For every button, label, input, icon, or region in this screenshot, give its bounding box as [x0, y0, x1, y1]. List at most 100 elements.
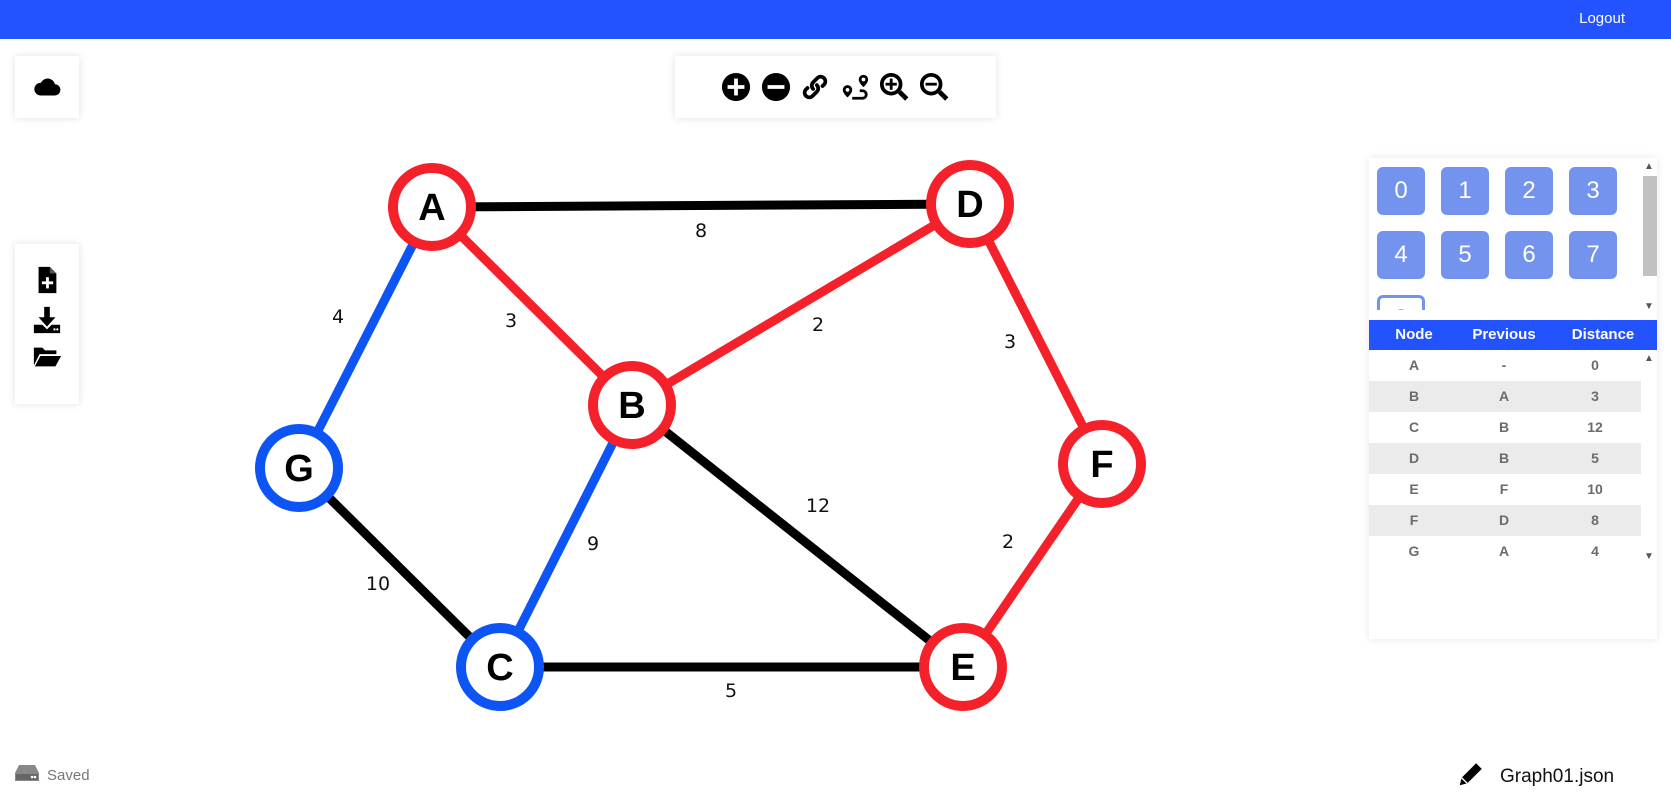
node-circle-D[interactable] — [926, 160, 1014, 248]
node-A[interactable]: A — [388, 163, 476, 251]
cloud-panel — [15, 56, 79, 118]
edge-AG[interactable] — [294, 204, 437, 471]
node-F[interactable]: F — [1058, 420, 1146, 508]
edge-weight-BC: 9 — [587, 533, 599, 555]
table-scroll-down-arrow[interactable]: ▼ — [1644, 551, 1654, 562]
step-button-0[interactable]: 0 — [1377, 167, 1425, 215]
step-button-3[interactable]: 3 — [1569, 167, 1617, 215]
table-row: B A 3 — [1369, 381, 1641, 412]
table-row: E F 10 — [1369, 474, 1641, 505]
step-button-7[interactable]: 7 — [1569, 231, 1617, 279]
node-circle-F[interactable] — [1058, 420, 1146, 508]
node-circle-B[interactable] — [588, 361, 676, 449]
new-file-icon[interactable] — [31, 264, 63, 296]
table-row: D B 5 — [1369, 443, 1641, 474]
route-icon[interactable] — [839, 71, 871, 103]
node-B[interactable]: B — [588, 361, 676, 449]
edge-weight-BE: 12 — [806, 495, 830, 517]
graph-toolbar — [675, 56, 996, 118]
node-E[interactable]: E — [919, 623, 1007, 711]
cell-previous: D — [1498, 512, 1510, 528]
zoom-in-icon[interactable] — [878, 71, 910, 103]
header-node: Node — [1395, 326, 1433, 343]
edge-weight-FE: 2 — [1002, 531, 1014, 553]
scroll-down-arrow[interactable]: ▼ — [1644, 301, 1654, 312]
header-previous: Previous — [1472, 326, 1536, 343]
edge-BE[interactable] — [629, 401, 966, 671]
edge-AD[interactable] — [431, 199, 971, 212]
add-node-icon[interactable] — [720, 71, 752, 103]
edge-weight-CE: 5 — [725, 680, 737, 702]
scroll-thumb[interactable] — [1643, 176, 1657, 276]
remove-node-icon[interactable] — [760, 71, 792, 103]
top-bar: Logout — [0, 0, 1671, 39]
table-scroll-up-arrow[interactable]: ▲ — [1644, 353, 1654, 364]
node-label-C: C — [486, 647, 513, 689]
step-button-4[interactable]: 4 — [1377, 231, 1425, 279]
node-C[interactable]: C — [456, 623, 544, 711]
step-button-1[interactable]: 1 — [1441, 167, 1489, 215]
cell-node: F — [1409, 512, 1419, 528]
step-button-8[interactable]: 8 — [1377, 295, 1425, 310]
node-circle-G[interactable] — [255, 424, 343, 512]
table-scrollbar[interactable]: ▲ ▼ — [1641, 350, 1657, 568]
table-row: A-0 — [1369, 350, 1641, 381]
edge-DF[interactable] — [965, 201, 1107, 467]
edge-weight-DF: 3 — [1004, 331, 1016, 353]
cell-distance: 8 — [1591, 512, 1599, 528]
node-D[interactable]: D — [926, 160, 1014, 248]
step-scrollbar[interactable]: ▲ ▼ — [1641, 158, 1657, 316]
cell-previous: F — [1499, 481, 1509, 497]
cell-node: B — [1408, 388, 1420, 404]
edge-weight-AG: 4 — [332, 306, 344, 328]
node-label-G: G — [284, 448, 314, 490]
edge-BC[interactable] — [495, 402, 637, 670]
cell-previous: B — [1498, 419, 1510, 435]
edge-weight-AB: 3 — [505, 310, 517, 332]
cell-node: G — [1408, 543, 1420, 559]
cell-node: E — [1409, 481, 1419, 497]
node-circle-E[interactable] — [919, 623, 1007, 711]
download-icon[interactable] — [31, 304, 63, 336]
edge-weight-GC: 10 — [366, 573, 390, 595]
step-button-2[interactable]: 2 — [1505, 167, 1553, 215]
cell-distance: 5 — [1591, 450, 1599, 466]
cell-node: D — [1408, 450, 1420, 466]
edge-weight-BD: 2 — [812, 314, 824, 336]
cell-distance: 12 — [1587, 419, 1603, 435]
algorithm-panel: 012345678 ▲ ▼ Node Previous Distance A-0… — [1369, 158, 1657, 639]
cell-distance: 3 — [1591, 388, 1599, 404]
link-icon[interactable] — [799, 71, 831, 103]
cell-previous: B — [1498, 450, 1510, 466]
edge-weight-AD: 8 — [695, 220, 707, 242]
zoom-out-icon[interactable] — [918, 71, 950, 103]
step-button-5[interactable]: 5 — [1441, 231, 1489, 279]
pencil-icon[interactable] — [1456, 759, 1486, 795]
cell-distance: 10 — [1587, 481, 1603, 497]
header-distance: Distance — [1571, 326, 1635, 343]
edge-AB[interactable] — [428, 203, 636, 409]
node-circle-A[interactable] — [388, 163, 476, 251]
node-label-A: A — [418, 187, 445, 229]
open-folder-icon[interactable] — [31, 340, 63, 372]
file-name-area: Graph01.json — [1456, 759, 1614, 795]
edge-GC[interactable] — [295, 464, 504, 671]
graph-canvas[interactable]: 8 3 4 2 3 12 9 10 5 2 A D B G F C E — [0, 39, 1360, 739]
cloud-icon[interactable] — [31, 71, 63, 103]
table-row: F D 8 — [1369, 505, 1641, 536]
node-label-D: D — [956, 184, 983, 226]
save-status: Saved — [15, 764, 90, 786]
cell-previous: A — [1498, 388, 1510, 404]
node-circle-C[interactable] — [456, 623, 544, 711]
distance-table-header: Node Previous Distance — [1369, 320, 1657, 350]
logout-link[interactable]: Logout — [1579, 10, 1625, 27]
scroll-up-arrow[interactable]: ▲ — [1644, 161, 1654, 172]
node-G[interactable]: G — [255, 424, 343, 512]
file-name[interactable]: Graph01.json — [1500, 766, 1615, 787]
step-button-6[interactable]: 6 — [1505, 231, 1553, 279]
node-label-B: B — [618, 385, 645, 427]
edge-BD[interactable] — [629, 200, 973, 409]
